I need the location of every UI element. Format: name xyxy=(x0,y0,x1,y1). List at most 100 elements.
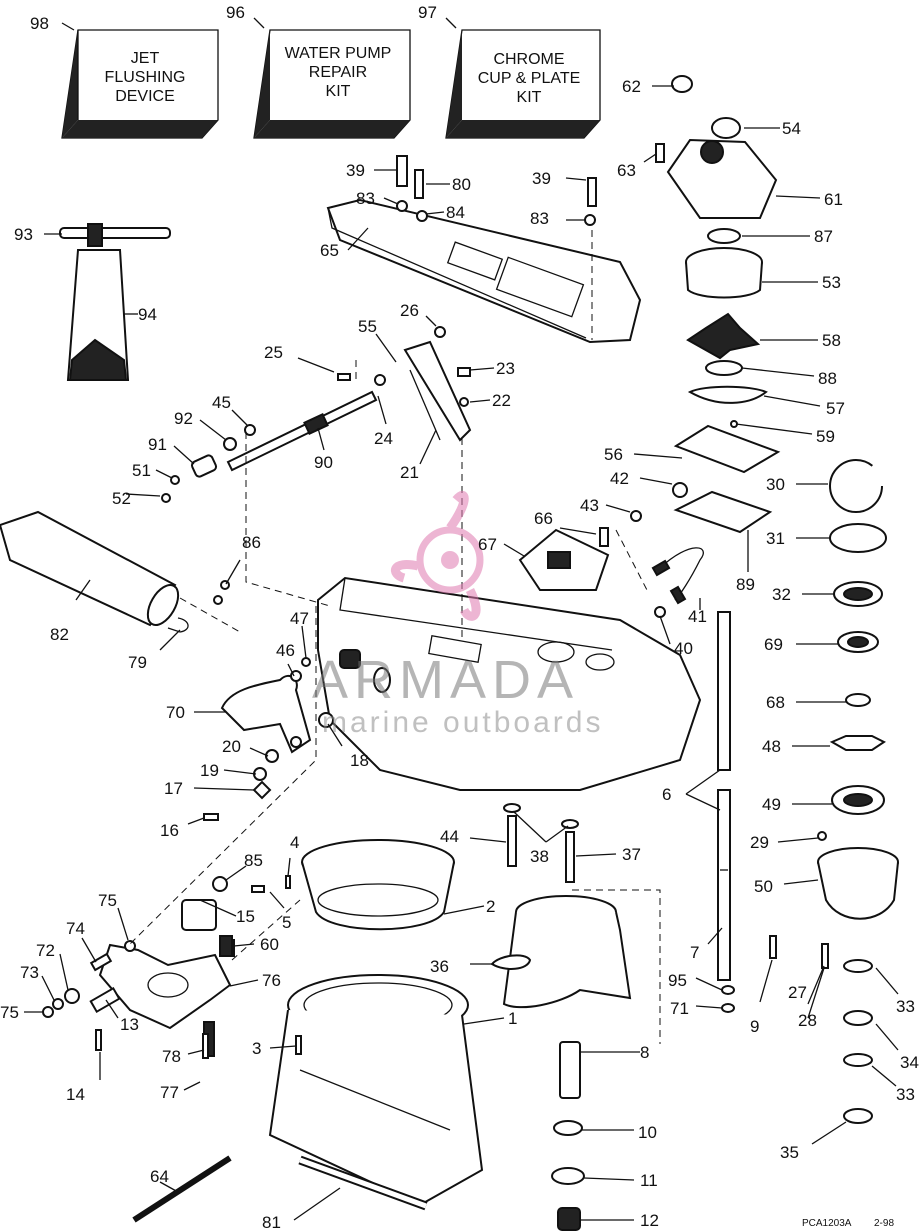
callout-76: 76 xyxy=(262,971,281,990)
callout-33: 33 xyxy=(896,997,915,1016)
callout-65: 65 xyxy=(320,241,339,260)
callout-91: 91 xyxy=(148,435,167,454)
callout-16: 16 xyxy=(160,821,179,840)
drive-shaft-part xyxy=(717,611,731,981)
callout-55: 55 xyxy=(358,317,377,336)
callout-24: 24 xyxy=(374,429,393,448)
rods-part xyxy=(132,1155,428,1223)
callout-83: 83 xyxy=(530,209,549,228)
small-hardware-parts xyxy=(42,143,829,1059)
callout-22: 22 xyxy=(492,391,511,410)
callout-92: 92 xyxy=(174,409,193,428)
kit-box-water-pump: WATER PUMP REPAIR KIT xyxy=(253,29,411,139)
callout-66: 66 xyxy=(534,509,553,528)
callout-71: 71 xyxy=(670,999,689,1018)
callout-4: 4 xyxy=(290,833,299,852)
callout-39: 39 xyxy=(346,161,365,180)
callout-17: 17 xyxy=(164,779,183,798)
callout-52: 52 xyxy=(112,489,131,508)
shift-lever-part xyxy=(220,674,312,754)
callout-37: 37 xyxy=(622,845,641,864)
callout-90: 90 xyxy=(314,453,333,472)
callout-40: 40 xyxy=(674,639,693,658)
callout-83: 83 xyxy=(356,189,375,208)
kit-box-line: CHROME xyxy=(493,51,564,68)
callout-50: 50 xyxy=(754,877,773,896)
callout-84: 84 xyxy=(446,203,465,222)
callout-93: 93 xyxy=(14,225,33,244)
callout-96: 96 xyxy=(226,3,245,22)
callout-98: 98 xyxy=(30,14,49,33)
bracket-part xyxy=(403,340,472,442)
callout-33: 33 xyxy=(896,1085,915,1104)
callout-97: 97 xyxy=(418,3,437,22)
callout-70: 70 xyxy=(166,703,185,722)
callout-34: 34 xyxy=(900,1053,919,1072)
callout-61: 61 xyxy=(824,190,843,209)
callout-19: 19 xyxy=(200,761,219,780)
callout-51: 51 xyxy=(132,461,151,480)
callout-68: 68 xyxy=(766,693,785,712)
figure-date: 2-98 xyxy=(874,1218,894,1229)
callout-7: 7 xyxy=(690,943,699,962)
pump-parts-column xyxy=(666,75,899,1124)
callout-3: 3 xyxy=(252,1039,261,1058)
callout-49: 49 xyxy=(762,795,781,814)
callout-15: 15 xyxy=(236,907,255,926)
callout-20: 20 xyxy=(222,737,241,756)
exhaust-tube-part xyxy=(0,510,189,633)
callout-59: 59 xyxy=(816,427,835,446)
callout-67: 67 xyxy=(478,535,497,554)
callout-54: 54 xyxy=(782,119,801,138)
callout-6: 6 xyxy=(662,785,671,804)
callout-39: 39 xyxy=(532,169,551,188)
callout-86: 86 xyxy=(242,533,261,552)
callout-28: 28 xyxy=(798,1011,817,1030)
callout-95: 95 xyxy=(668,971,687,990)
callout-21: 21 xyxy=(400,463,419,482)
callout-11: 11 xyxy=(640,1171,658,1190)
callout-labels: 98 96 97 62 54 63 61 87 53 58 88 57 59 5… xyxy=(0,3,919,1231)
callout-14: 14 xyxy=(66,1085,85,1104)
callout-12: 12 xyxy=(640,1211,659,1230)
kit-box-jet-flushing: JET FLUSHING DEVICE xyxy=(61,29,219,139)
callout-42: 42 xyxy=(610,469,629,488)
callout-9: 9 xyxy=(750,1017,759,1036)
figure-code: PCA1203A xyxy=(802,1218,852,1229)
assembly-dashed-lines xyxy=(129,230,661,1044)
kit-box-line: DEVICE xyxy=(115,88,175,105)
callout-75: 75 xyxy=(0,1003,19,1022)
kit-box-line: CUP & PLATE xyxy=(478,70,581,87)
housing-block-part xyxy=(518,528,610,591)
callout-80: 80 xyxy=(452,175,471,194)
kit-box-line: WATER PUMP xyxy=(285,45,392,62)
callout-35: 35 xyxy=(780,1143,799,1162)
callout-87: 87 xyxy=(814,227,833,246)
callout-79: 79 xyxy=(128,653,147,672)
callout-44: 44 xyxy=(440,827,459,846)
callout-58: 58 xyxy=(822,331,841,350)
callout-62: 62 xyxy=(622,77,641,96)
callout-27: 27 xyxy=(788,983,807,1002)
kit-box-line: KIT xyxy=(517,89,542,106)
callout-75: 75 xyxy=(98,891,117,910)
callout-26: 26 xyxy=(400,301,419,320)
callout-64: 64 xyxy=(150,1167,169,1186)
callout-69: 69 xyxy=(764,635,783,654)
callout-88: 88 xyxy=(818,369,837,388)
callout-5: 5 xyxy=(282,913,291,932)
callout-45: 45 xyxy=(212,393,231,412)
callout-31: 31 xyxy=(766,529,785,548)
shift-cable-part xyxy=(190,390,378,478)
armada-logo-icon xyxy=(391,490,484,621)
callout-1: 1 xyxy=(508,1009,517,1028)
callout-56: 56 xyxy=(604,445,623,464)
kit-box-line: KIT xyxy=(326,83,351,100)
callout-13: 13 xyxy=(120,1015,139,1034)
callout-94: 94 xyxy=(138,305,157,324)
callout-43: 43 xyxy=(580,496,599,515)
chrome-cup-part xyxy=(301,839,455,931)
bushing-stack-part xyxy=(551,1041,585,1231)
intake-housing-part xyxy=(268,974,484,1207)
callout-2: 2 xyxy=(486,897,495,916)
